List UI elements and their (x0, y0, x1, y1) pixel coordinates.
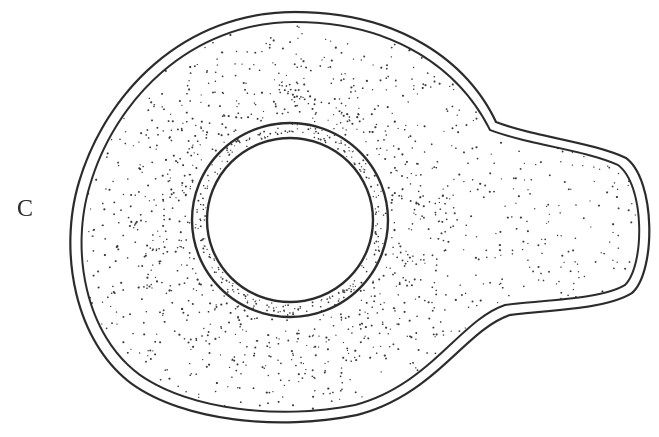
inner-ring (207, 138, 373, 302)
panel-label: C (17, 197, 33, 221)
